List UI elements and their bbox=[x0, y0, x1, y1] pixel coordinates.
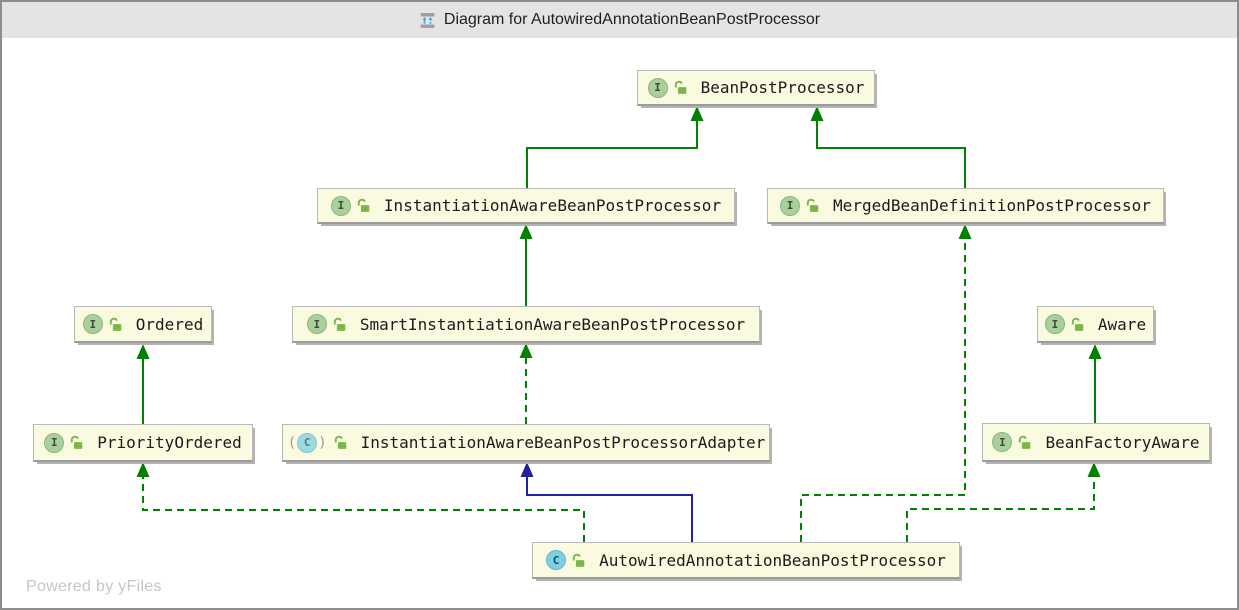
interface-icon: I bbox=[647, 77, 668, 98]
node-label: PriorityOrdered bbox=[97, 433, 242, 452]
edge-autowired-extends-adapter bbox=[526, 477, 693, 542]
interface-icon: I bbox=[992, 432, 1013, 452]
node-label: MergedBeanDefinitionPostProcessor bbox=[833, 196, 1151, 215]
arrowhead bbox=[1087, 462, 1101, 477]
node-label: InstantiationAwareBeanPostProcessorAdapt… bbox=[360, 433, 766, 452]
unlock-icon bbox=[805, 198, 820, 213]
node-label: InstantiationAwareBeanPostProcessor bbox=[383, 196, 722, 215]
arrowhead bbox=[519, 224, 533, 239]
unlock-icon bbox=[571, 553, 586, 568]
arrowhead bbox=[136, 462, 150, 477]
node-label: Aware bbox=[1097, 314, 1147, 334]
unlock-icon bbox=[332, 317, 347, 332]
node-autowiredannotationbeanpostprocessor[interactable]: C AutowiredAnnotationBeanPostProcessor bbox=[532, 542, 960, 579]
arrowhead bbox=[136, 344, 150, 359]
arrowhead bbox=[958, 224, 972, 239]
abstract-class-icon: (C) bbox=[287, 432, 327, 453]
node-label: AutowiredAnnotationBeanPostProcessor bbox=[599, 550, 946, 570]
class-icon: C bbox=[546, 550, 567, 570]
unlock-icon bbox=[673, 80, 688, 95]
diagram-canvas[interactable]: I BeanPostProcessor I InstantiationAware… bbox=[2, 38, 1237, 608]
unlock-icon bbox=[1070, 317, 1085, 332]
arrowhead bbox=[520, 462, 534, 477]
interface-icon: I bbox=[1044, 314, 1065, 334]
yfiles-watermark: Powered by yFiles bbox=[26, 578, 162, 595]
window-titlebar: Diagram for AutowiredAnnotationBeanPostP… bbox=[2, 2, 1237, 38]
node-aware[interactable]: I Aware bbox=[1037, 306, 1154, 343]
edge-autowired-implements-mergedbeandefinition bbox=[800, 239, 966, 542]
edges-layer bbox=[136, 106, 1102, 542]
node-label: SmartInstantiationAwareBeanPostProcessor bbox=[359, 314, 746, 334]
interface-icon: I bbox=[82, 314, 103, 334]
arrowhead bbox=[810, 106, 824, 121]
node-label: BeanFactoryAware bbox=[1045, 432, 1200, 452]
node-smartinstantiationawarebeanpostprocessor[interactable]: I SmartInstantiationAwareBeanPostProcess… bbox=[292, 306, 760, 343]
interface-icon: I bbox=[44, 432, 65, 453]
unlock-icon bbox=[108, 317, 123, 332]
edge-mergedbeandefinition-extends-beanpostprocessor bbox=[816, 121, 966, 188]
edge-autowired-implements-priorityordered bbox=[142, 477, 585, 542]
unlock-icon bbox=[1017, 435, 1032, 450]
interface-icon: I bbox=[306, 314, 327, 334]
interface-icon: I bbox=[780, 195, 801, 216]
window-title: Diagram for AutowiredAnnotationBeanPostP… bbox=[443, 11, 821, 28]
node-ordered[interactable]: I Ordered bbox=[74, 306, 212, 343]
edge-instantiationaware-extends-beanpostprocessor bbox=[526, 121, 698, 188]
interface-icon: I bbox=[330, 195, 351, 216]
node-instantiationawarebeanpostprocessoradapter[interactable]: (C) InstantiationAwareBeanPostProcessorA… bbox=[282, 424, 770, 462]
node-instantiationawarebeanpostprocessor[interactable]: I InstantiationAwareBeanPostProcessor bbox=[317, 188, 735, 224]
unlock-icon bbox=[356, 198, 371, 213]
arrowhead bbox=[690, 106, 704, 121]
unlock-icon bbox=[69, 435, 84, 450]
arrowhead bbox=[519, 343, 533, 358]
unlock-icon bbox=[333, 435, 348, 450]
node-label: BeanPostProcessor bbox=[700, 78, 865, 97]
node-beanfactoryaware[interactable]: I BeanFactoryAware bbox=[982, 423, 1210, 462]
edge-autowired-implements-beanfactoryaware bbox=[906, 477, 1095, 542]
arrowhead bbox=[1088, 344, 1102, 359]
diagram-icon bbox=[419, 12, 436, 29]
node-beanpostprocessor[interactable]: I BeanPostProcessor bbox=[637, 70, 875, 106]
node-mergedbeandefinitionpostprocessor[interactable]: I MergedBeanDefinitionPostProcessor bbox=[767, 188, 1164, 224]
node-priorityordered[interactable]: I PriorityOrdered bbox=[33, 424, 253, 462]
node-label: Ordered bbox=[135, 314, 204, 334]
